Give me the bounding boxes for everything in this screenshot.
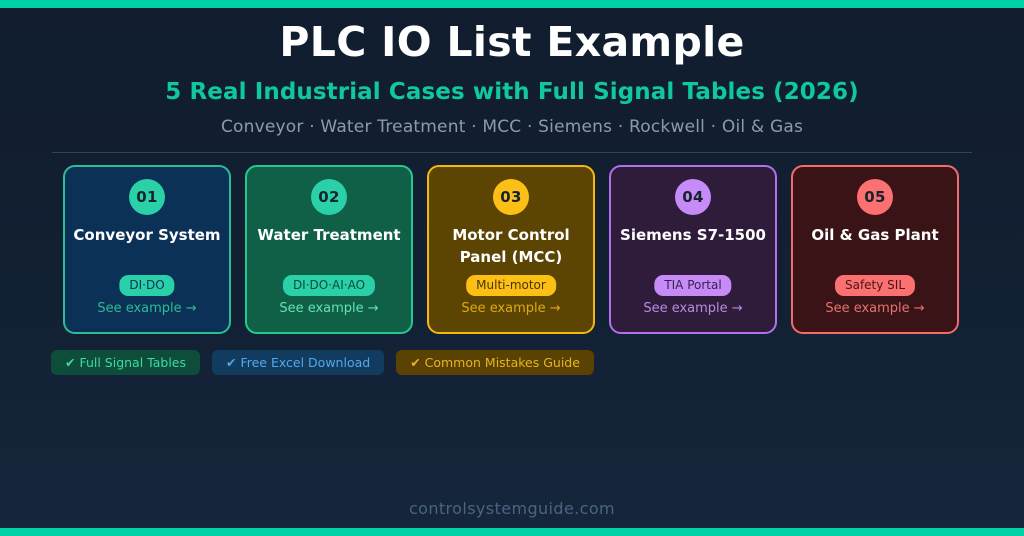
case-card-title: Conveyor System bbox=[73, 226, 221, 244]
case-card-tag: Multi-motor bbox=[466, 275, 556, 296]
top-accent-bar bbox=[0, 0, 1024, 8]
case-card-number-badge: 02 bbox=[311, 179, 347, 215]
case-card-see-example-link[interactable]: See example → bbox=[97, 301, 197, 316]
case-card-number-badge: 04 bbox=[675, 179, 711, 215]
header-divider bbox=[52, 152, 972, 153]
feature-chip-row: ✔ Full Signal Tables ✔ Free Excel Downloa… bbox=[51, 350, 594, 375]
case-card-title: Oil & Gas Plant bbox=[811, 226, 939, 244]
case-card-see-example-link[interactable]: See example → bbox=[825, 301, 925, 316]
case-card-title: Water Treatment bbox=[257, 226, 401, 244]
case-card-see-example-link[interactable]: See example → bbox=[461, 301, 561, 316]
header: PLC IO List Example 5 Real Industrial Ca… bbox=[0, 8, 1024, 137]
case-card-number-badge: 03 bbox=[493, 179, 529, 215]
case-card-title: Motor Control Panel (MCC) bbox=[452, 226, 570, 266]
page-subtitle: 5 Real Industrial Cases with Full Signal… bbox=[165, 79, 859, 106]
case-card-title: Siemens S7-1500 bbox=[620, 226, 766, 244]
page-title: PLC IO List Example bbox=[279, 18, 745, 66]
case-card-tag: DI·DO·AI·AO bbox=[282, 275, 376, 296]
case-card-number-badge: 05 bbox=[857, 179, 893, 215]
case-card-see-example-link[interactable]: See example → bbox=[279, 301, 379, 316]
page-kicker: Conveyor · Water Treatment · MCC · Sieme… bbox=[220, 117, 804, 138]
bottom-accent-bar bbox=[0, 528, 1024, 536]
footer-site-name: controlsystemguide.com bbox=[408, 498, 616, 518]
feature-chip[interactable]: ✔ Full Signal Tables bbox=[51, 350, 201, 375]
case-card-tag: TIA Portal bbox=[654, 275, 732, 296]
case-card-number-badge: 01 bbox=[129, 179, 165, 215]
feature-chip[interactable]: ✔ Common Mistakes Guide bbox=[396, 350, 594, 375]
case-card-tag: Safety SIL bbox=[834, 275, 916, 296]
feature-chip[interactable]: ✔ Free Excel Download bbox=[212, 350, 385, 375]
case-card-see-example-link[interactable]: See example → bbox=[643, 301, 743, 316]
case-card-tag: DI·DO bbox=[119, 275, 175, 296]
footer: controlsystemguide.com bbox=[0, 488, 1024, 528]
